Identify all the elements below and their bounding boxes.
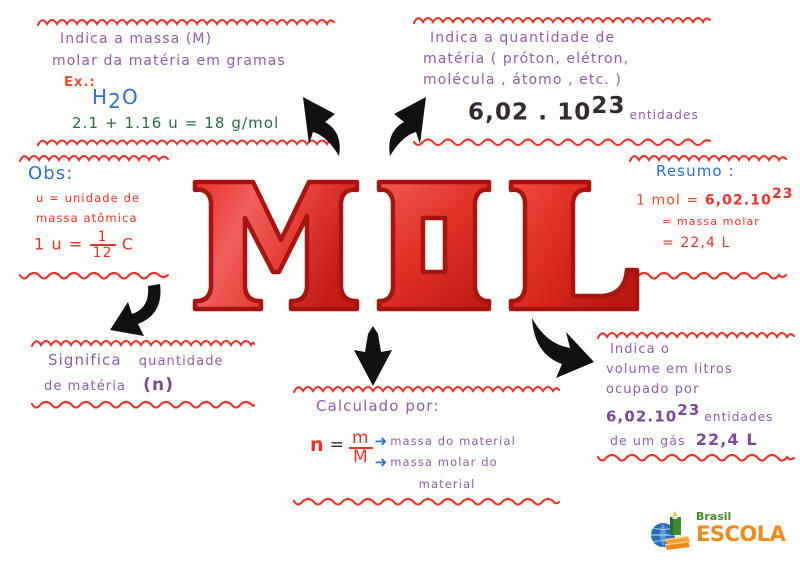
letter-m <box>192 179 360 312</box>
letter-l <box>508 179 640 312</box>
page-title-mol <box>185 160 645 325</box>
formula-desc-row-2: ➜ massa molar do <box>374 452 498 471</box>
wavy-border-bottom-icon <box>18 271 170 280</box>
arrow-down-icon <box>354 326 392 386</box>
note-obs: Obs: u = unidade de massa atômica 1 u = … <box>18 152 170 282</box>
brasil-escola-logo[interactable]: Brasil ESCOLA <box>648 509 786 553</box>
formula-fraction-m-over-M: m M <box>349 430 373 466</box>
note-obs-line-1: u = unidade de <box>36 191 141 205</box>
curved-arrow-down-right-icon <box>532 318 594 378</box>
curved-arrow-up-left-icon <box>303 97 340 156</box>
avogadro-unit: entidades <box>629 108 699 123</box>
note-indica-a-quantidade: Indica a quantidade de matéria ( próton,… <box>412 14 712 148</box>
logo-mark-icon <box>651 511 690 550</box>
note-significa-line-2: de matéria (n) <box>44 375 175 395</box>
letter-o <box>376 179 492 312</box>
logo-brand-bottom: ESCOLA <box>696 522 786 546</box>
note-resumo-line-1: 1 mol = 6,02.1023 <box>636 186 794 209</box>
note-resumo: Resumo : 1 mol = 6,02.1023 = massa molar… <box>628 152 794 282</box>
note-resumo-line-3: = 22,4 L <box>662 235 731 252</box>
arrow-to-mass <box>295 92 357 160</box>
note-mass-example-label: Ex.: <box>64 75 96 90</box>
curved-arrow-down-left-icon <box>110 284 161 336</box>
note-significa-line-1: Significa quantidade <box>48 351 224 369</box>
note-volume-line-5: de um gás 22,4 L <box>610 430 758 450</box>
note-calculado-por: Calculado por: n = m M ➜ massa do materi… <box>292 383 560 508</box>
note-calculado-title: Calculado por: <box>316 397 440 415</box>
note-resumo-title: Resumo : <box>656 162 735 180</box>
note-significa-quantidade: Significa quantidade de matéria (n) <box>30 337 255 411</box>
note-obs-title: Obs: <box>28 163 74 184</box>
arrow-to-volume <box>526 316 596 382</box>
formula-desc-row-1: ➜ massa do material <box>374 431 516 450</box>
avogadro-mantissa: 6,02 . 10 <box>468 99 592 126</box>
arrow-to-significa <box>108 282 170 344</box>
note-quantity-line-2: matéria ( próton, elétron, <box>423 51 630 67</box>
formula-descriptions: ➜ massa do material ➜ massa molar do mat… <box>374 430 516 492</box>
curved-arrow-up-right-icon <box>389 97 426 156</box>
wavy-border-bottom-icon <box>628 271 788 280</box>
formula-desc-row-3: material <box>418 477 476 491</box>
mol-letters-icon <box>192 179 640 312</box>
note-volume-line-2: volume em litros <box>606 362 733 377</box>
note-calculado-formula: n = m M ➜ massa do material ➜ massa mola… <box>310 430 554 492</box>
note-quantity-line-3: molécula , átomo , etc. ) <box>423 72 622 88</box>
arrow-right-icon: ➜ <box>374 431 388 450</box>
note-indica-o-volume: Indica o volume em litros ocupado por 6,… <box>596 329 796 464</box>
note-mass-formula-substance: H2O <box>92 85 139 114</box>
note-volume-line-1: Indica o <box>610 342 670 357</box>
formula-equals: = <box>329 435 345 455</box>
note-quantity-line-1: Indica a quantidade de <box>430 30 616 46</box>
logo-brand-top: Brasil <box>696 510 732 523</box>
note-obs-line-2: massa atômica <box>36 210 138 225</box>
avogadro-exponent: 23 <box>591 93 626 119</box>
arrow-to-quantity <box>372 92 434 160</box>
note-volume-line-3: ocupado por <box>606 382 700 397</box>
note-resumo-line-2: = massa molar <box>662 215 760 229</box>
note-mass-line-1: Indica a massa (M) <box>60 31 213 47</box>
arrow-right-icon: ➜ <box>374 452 388 471</box>
formula-variable-n: n <box>310 434 325 456</box>
note-mass-formula-calc: 2.1 + 1.16 u = 18 g/mol <box>72 114 280 133</box>
note-indica-a-massa: Indica a massa (M) molar da matéria em g… <box>36 16 336 148</box>
wavy-border-bottom-icon <box>412 138 712 147</box>
note-mass-line-2: molar da matéria em gramas <box>52 53 286 69</box>
arrow-to-calculado <box>352 326 394 388</box>
